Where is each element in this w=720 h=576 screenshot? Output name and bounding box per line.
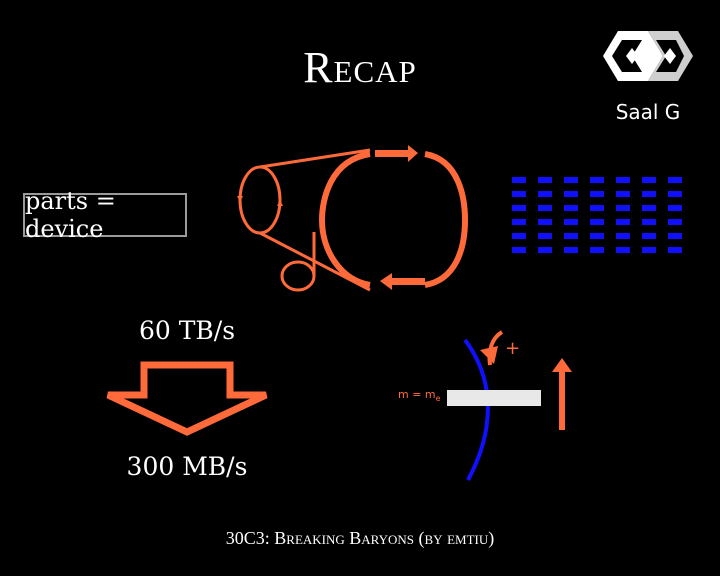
detector-cell <box>512 233 526 239</box>
mass-bar <box>447 390 541 406</box>
detector-cell <box>538 191 552 197</box>
room-label: Saal G <box>615 100 681 124</box>
detector-cell <box>616 233 630 239</box>
detector-cell <box>616 177 630 183</box>
detector-cell <box>564 177 578 183</box>
detector-cell <box>512 177 526 183</box>
detector-cell <box>642 219 656 225</box>
detector-cell <box>590 177 604 183</box>
detector-cell <box>590 191 604 197</box>
detector-cell <box>642 205 656 211</box>
detector-cell <box>512 191 526 197</box>
particle-track <box>463 338 490 481</box>
charge-sign: + <box>505 338 520 359</box>
detector-cell <box>538 247 552 253</box>
detector-cell <box>616 219 630 225</box>
detector-cell <box>564 191 578 197</box>
detector-cell <box>590 219 604 225</box>
detector-grid <box>512 177 682 253</box>
detector-cell <box>668 219 682 225</box>
slide-footer: 30C3: Breaking Baryons (by emtiu) <box>225 528 495 548</box>
detector-cell <box>668 233 682 239</box>
up-arrow-icon <box>552 358 572 430</box>
mass-label: m = me <box>398 388 441 404</box>
input-data-rate: 60 TB/s <box>138 316 236 345</box>
detector-cell <box>512 247 526 253</box>
detector-cell <box>512 205 526 211</box>
reduction-arrow-icon <box>106 361 268 436</box>
detector-cell <box>564 219 578 225</box>
detector-cell <box>616 205 630 211</box>
detector-cell <box>564 205 578 211</box>
detector-cell <box>668 247 682 253</box>
detector-cell <box>590 247 604 253</box>
detector-cell <box>564 233 578 239</box>
detector-cell <box>642 247 656 253</box>
accelerator-diagram <box>237 145 469 292</box>
rotation-arrow-icon <box>487 330 504 366</box>
output-data-rate: 300 MB/s <box>126 452 248 481</box>
detector-cell <box>668 191 682 197</box>
ring-arrows <box>375 145 425 290</box>
magnet-deflection-diagram: + <box>447 330 572 481</box>
slide-title: Recap <box>303 43 417 92</box>
detector-cell <box>590 233 604 239</box>
detector-cell <box>616 247 630 253</box>
detector-cell <box>616 191 630 197</box>
detector-cell <box>642 191 656 197</box>
detector-cell <box>564 247 578 253</box>
detector-cell <box>538 233 552 239</box>
small-ring <box>280 260 316 292</box>
30c3-logo-icon <box>603 31 693 81</box>
detector-cell <box>642 233 656 239</box>
detector-cell <box>512 219 526 225</box>
main-ring <box>318 151 371 288</box>
equation-box: parts = device <box>23 187 187 243</box>
detector-cell <box>668 177 682 183</box>
linac-ring <box>238 165 282 235</box>
detector-cell <box>538 205 552 211</box>
detector-cell <box>590 205 604 211</box>
detector-cell <box>642 177 656 183</box>
detector-cell <box>668 205 682 211</box>
detector-cell <box>538 177 552 183</box>
detector-cell <box>538 219 552 225</box>
